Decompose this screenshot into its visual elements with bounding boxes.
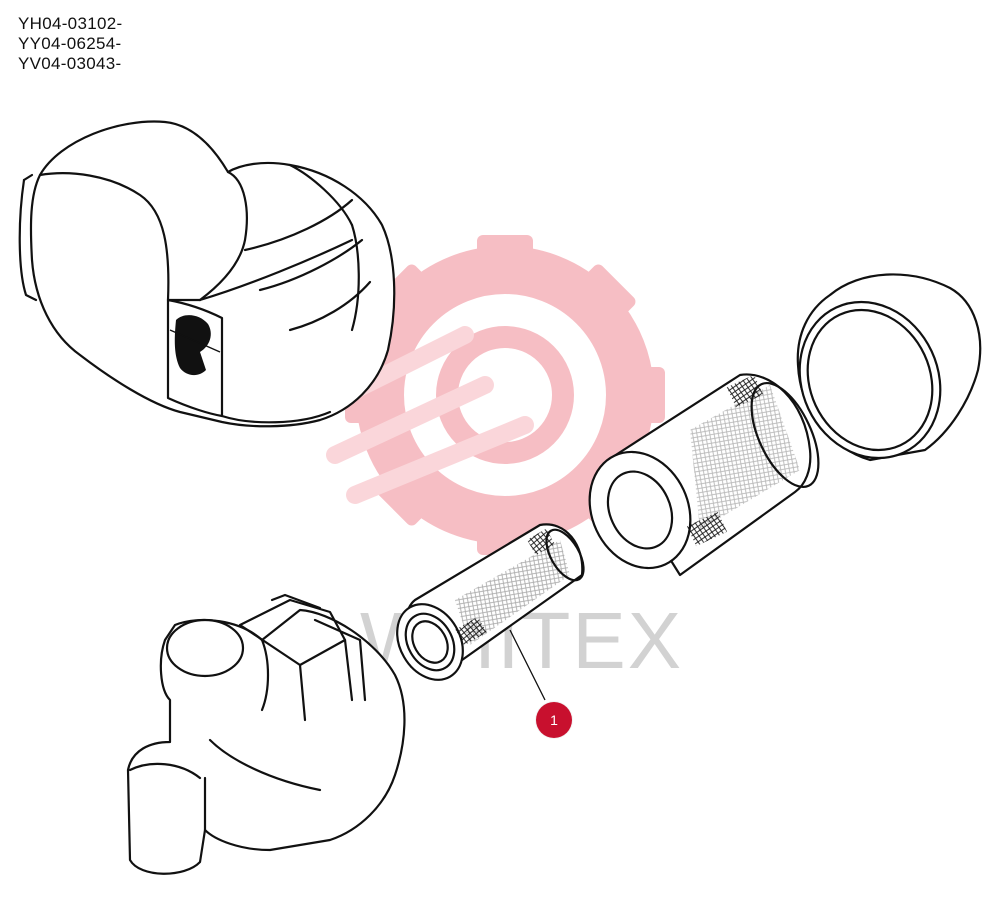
air-cleaner-body	[126, 593, 406, 875]
callout-badge-1[interactable]: 1	[536, 702, 572, 738]
outer-filter-element	[588, 373, 820, 577]
inner-filter-element	[396, 523, 585, 701]
end-cap	[796, 273, 982, 462]
air-cleaner-cover	[18, 120, 396, 428]
serial-range: YY04-06254-	[18, 34, 122, 53]
serial-range: YH04-03102-	[18, 14, 123, 33]
serial-range: YV04-03043-	[18, 54, 122, 73]
serial-number-list: YH04-03102- YY04-06254- YV04-03043-	[18, 14, 122, 74]
